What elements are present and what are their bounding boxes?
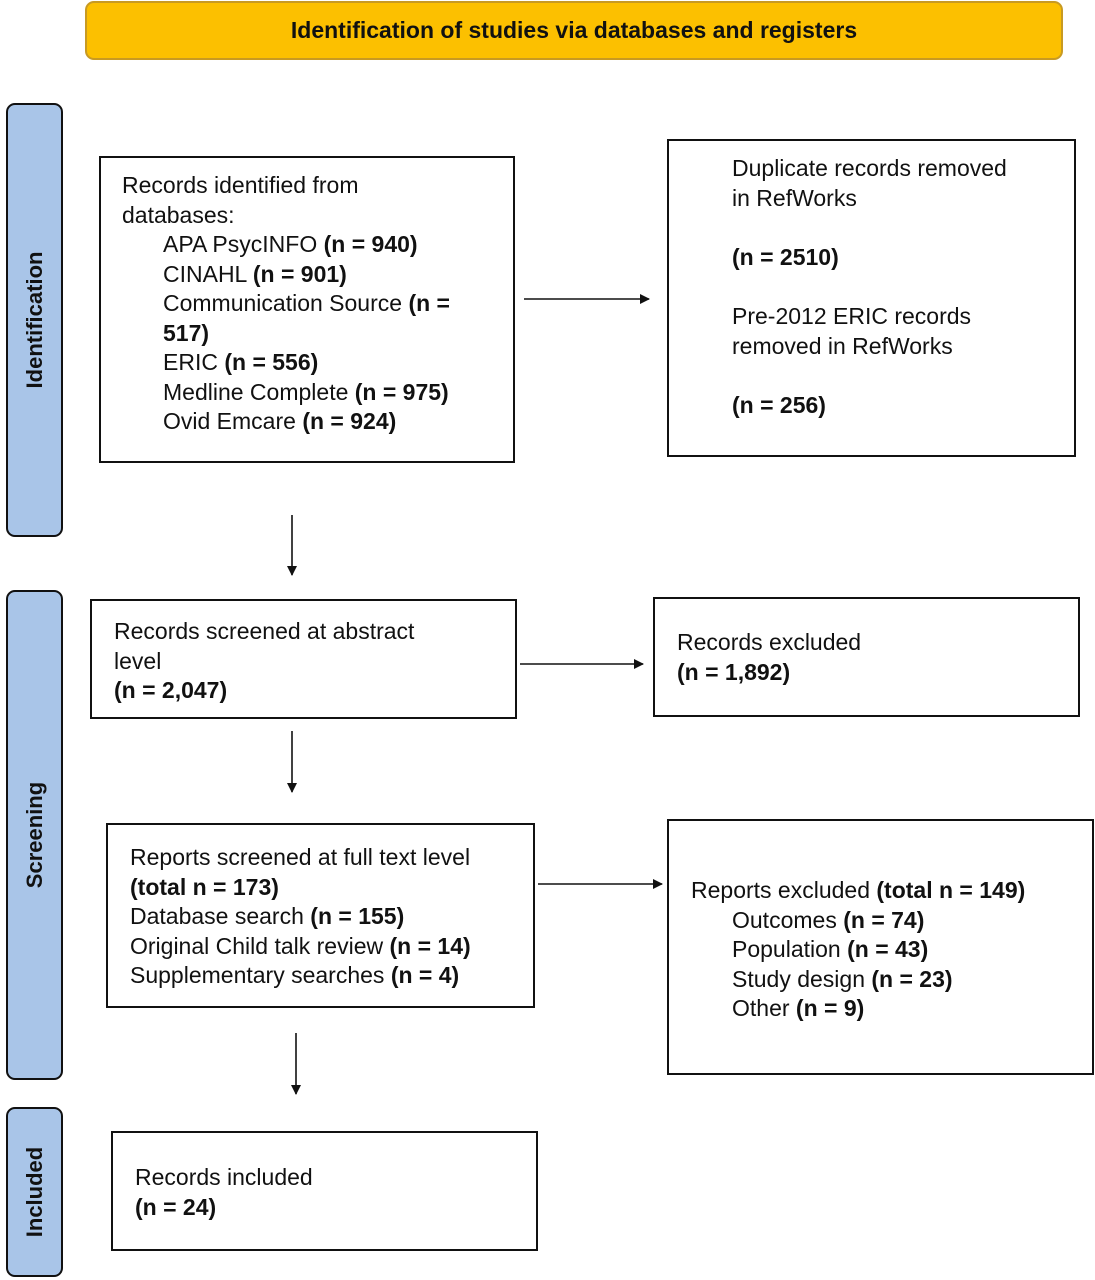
- identified-intro-line2: databases:: [122, 201, 235, 228]
- reports-excluded-item: Population (n = 43): [732, 936, 929, 962]
- fulltext-screened-box: Reports screened at full text level (tot…: [106, 823, 535, 1008]
- reports-excluded-title: Reports excluded (total n = 149): [691, 877, 1026, 903]
- fulltext-total: (total n = 173): [130, 873, 279, 900]
- screened-count: (n = 2,047): [114, 677, 228, 703]
- identified-item: ERIC (n = 556): [163, 349, 319, 375]
- duplicates-count: (n = 2510): [732, 244, 839, 270]
- eric-line2: removed in RefWorks: [732, 332, 953, 359]
- duplicates-line2: in RefWorks: [732, 184, 857, 211]
- records-removed-box: Duplicate records removed in RefWorks (n…: [667, 139, 1076, 457]
- fulltext-item: Supplementary searches (n = 4): [130, 962, 460, 988]
- duplicates-line1: Duplicate records removed: [732, 155, 1007, 181]
- identified-item: APA PsycINFO (n = 940): [163, 231, 418, 257]
- diagram-header: Identification of studies via databases …: [85, 1, 1063, 60]
- identified-item: Communication Source (n =: [163, 290, 450, 316]
- fulltext-item: Database search (n = 155): [130, 903, 405, 929]
- fulltext-line1: Reports screened at full text level: [130, 844, 471, 870]
- identified-item: Medline Complete (n = 975): [163, 378, 449, 405]
- reports-excluded-item: Other (n = 9): [732, 995, 865, 1021]
- records-screened-box: Records screened at abstract level (n = …: [90, 599, 517, 719]
- records-identified-box: Records identified from databases: APA P…: [99, 156, 515, 463]
- included-line1: Records included: [135, 1164, 313, 1190]
- eric-line1: Pre-2012 ERIC records: [732, 303, 972, 329]
- stage-included: Included: [6, 1107, 63, 1277]
- stage-identification: Identification: [6, 103, 63, 537]
- reports-excluded-item: Outcomes (n = 74): [732, 906, 925, 933]
- identified-item: CINAHL (n = 901): [163, 260, 347, 287]
- identified-item: Ovid Emcare (n = 924): [163, 408, 397, 434]
- reports-excluded-box: Reports excluded (total n = 149) Outcome…: [667, 819, 1094, 1075]
- eric-count: (n = 256): [732, 392, 826, 418]
- included-count: (n = 24): [135, 1193, 217, 1220]
- records-included-box: Records included (n = 24): [111, 1131, 538, 1251]
- reports-excluded-item: Study design (n = 23): [732, 965, 953, 992]
- excluded-count: (n = 1,892): [677, 658, 791, 685]
- stage-screening: Screening: [6, 590, 63, 1080]
- header-title: Identification of studies via databases …: [290, 17, 858, 43]
- excluded-line1: Records excluded: [677, 629, 862, 655]
- records-excluded-box: Records excluded (n = 1,892): [653, 597, 1080, 717]
- screened-line2: level: [114, 647, 162, 674]
- identified-item-continuation: 517): [163, 319, 210, 346]
- screened-line1: Records screened at abstract: [114, 618, 415, 644]
- identified-intro-line1: Records identified from: [122, 172, 359, 198]
- fulltext-item: Original Child talk review (n = 14): [130, 932, 471, 959]
